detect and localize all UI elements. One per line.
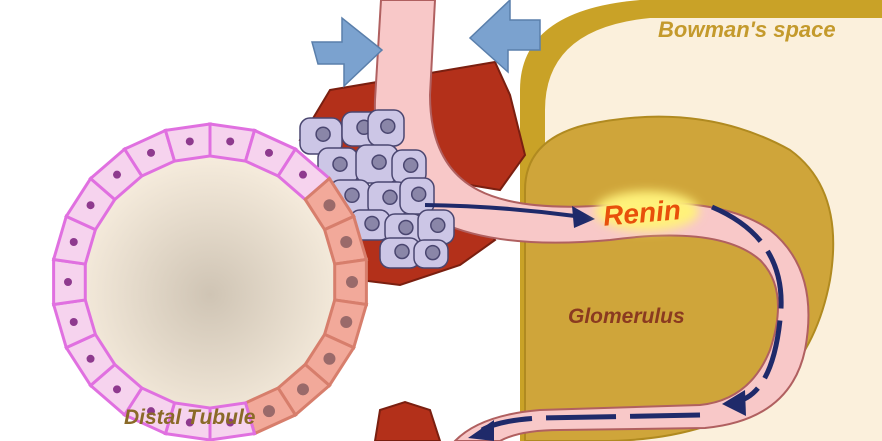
granular-cell-nucleus <box>424 244 441 261</box>
cell-nucleus <box>69 237 78 246</box>
bowmans-space-label: Bowman's space <box>658 17 836 42</box>
tubule-epithelial-cells <box>51 122 369 441</box>
granular-cell-nucleus <box>344 187 360 204</box>
arteriole-flow-arrow <box>711 204 784 405</box>
cell-nucleus <box>113 385 122 394</box>
granular-cells <box>299 109 455 269</box>
cell-nucleus <box>226 418 235 427</box>
tubule-lumen <box>84 156 336 408</box>
distal-tubule <box>51 122 369 441</box>
granular-cell-nucleus <box>382 189 398 206</box>
cell-nucleus <box>86 201 95 210</box>
cell-nucleus <box>147 407 156 416</box>
cell-nucleus <box>340 316 353 329</box>
cell-nucleus <box>113 170 122 179</box>
granular-cell-nucleus <box>315 126 331 142</box>
granular-cell-nucleus <box>398 219 414 236</box>
cell-nucleus <box>185 137 194 146</box>
granular-cell-nucleus <box>371 154 387 170</box>
glomerulus-label: Glomerulus <box>568 305 685 328</box>
renin-release-arrow <box>424 203 576 218</box>
cell-nucleus <box>296 383 309 396</box>
renin-label: Renin <box>602 194 682 232</box>
distal-tubule-label: Distal Tubule <box>124 406 256 429</box>
cell-nucleus <box>346 276 358 288</box>
cell-nucleus <box>226 137 235 146</box>
cell-nucleus <box>86 354 95 363</box>
pressure-arrow-right <box>468 0 541 74</box>
cell-nucleus <box>298 170 307 179</box>
cell-nucleus <box>264 148 273 157</box>
cell-nucleus <box>262 405 275 418</box>
renin-release-arrowhead <box>572 206 595 228</box>
cell-nucleus <box>340 235 353 248</box>
granular-cell-nucleus <box>410 186 427 202</box>
cell-nucleus <box>64 278 72 286</box>
efferent-flow-arrowhead <box>468 420 494 441</box>
granular-cell-nucleus <box>332 156 348 172</box>
cell-nucleus <box>323 199 336 212</box>
cell-nucleus <box>69 318 78 327</box>
granular-cell-nucleus <box>380 118 396 134</box>
cell-nucleus <box>323 352 336 365</box>
renin-glow <box>595 191 699 231</box>
granular-cell-nucleus <box>430 217 446 234</box>
granular-cell-nucleus <box>364 215 380 232</box>
granular-cell-nucleus <box>394 243 410 260</box>
arteriole-flow-arrowhead <box>722 390 746 416</box>
smooth-muscle-bottom <box>373 400 442 441</box>
pressure-arrow-left <box>311 16 384 88</box>
granular-cell-nucleus <box>402 157 419 174</box>
cell-nucleus <box>185 418 194 427</box>
cell-nucleus <box>147 148 156 157</box>
